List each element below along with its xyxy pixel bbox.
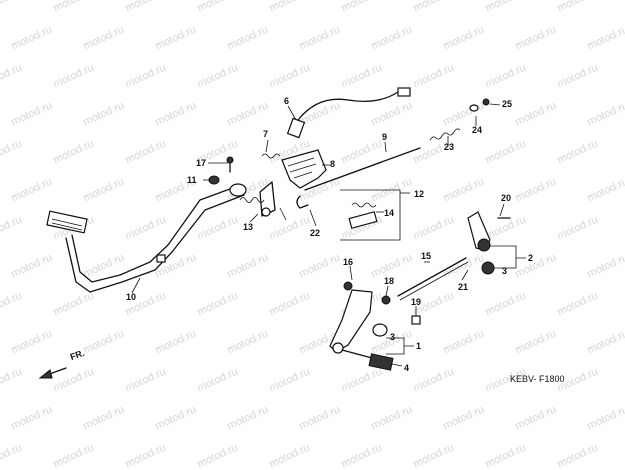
callout-14: 15 <box>421 251 431 261</box>
pivot-bolt <box>208 156 234 185</box>
switch-bracket <box>281 149 327 189</box>
callout-1: 1 <box>416 341 421 351</box>
brake-rod <box>296 147 421 209</box>
callout-8: 9 <box>382 132 387 142</box>
callout-10: 11 <box>187 175 197 185</box>
rod-spring <box>429 98 490 141</box>
callout-3a: 3 <box>502 266 507 276</box>
callout-2: 2 <box>528 253 533 263</box>
callout-9: 10 <box>126 292 136 302</box>
stop-switch <box>261 87 411 159</box>
callout-23: 24 <box>472 125 482 135</box>
diagram-code: KEBV- F1800 <box>510 374 565 384</box>
shift-arm <box>329 281 421 371</box>
callout-labels: 6 7 8 9 10 11 12 13 14 15 16 17 18 19 20… <box>126 96 533 373</box>
callout-13: 14 <box>384 208 394 218</box>
callout-3b: 3 <box>390 332 395 342</box>
callout-19: 20 <box>501 193 511 203</box>
callout-12: 13 <box>243 222 253 232</box>
callout-21: 22 <box>310 228 320 238</box>
callout-5: 6 <box>284 96 289 106</box>
callout-16: 17 <box>196 158 206 168</box>
side-stand-arm <box>467 211 511 275</box>
front-direction-arrow <box>38 367 67 379</box>
brake-pedal <box>46 183 247 293</box>
spring-kit-box <box>340 189 401 241</box>
stand-rod <box>397 257 469 301</box>
brake-arm <box>239 181 276 217</box>
callout-20: 21 <box>458 282 468 292</box>
callout-11: 12 <box>414 189 424 199</box>
leader-lines <box>131 103 526 367</box>
callout-15: 16 <box>343 257 353 267</box>
callout-22: 23 <box>444 142 454 152</box>
callout-6: 7 <box>263 129 268 139</box>
callout-24: 25 <box>502 99 512 109</box>
callout-18: 19 <box>411 297 421 307</box>
callout-4: 4 <box>404 363 409 373</box>
callout-17: 18 <box>384 276 394 286</box>
callout-7: 8 <box>330 159 335 169</box>
